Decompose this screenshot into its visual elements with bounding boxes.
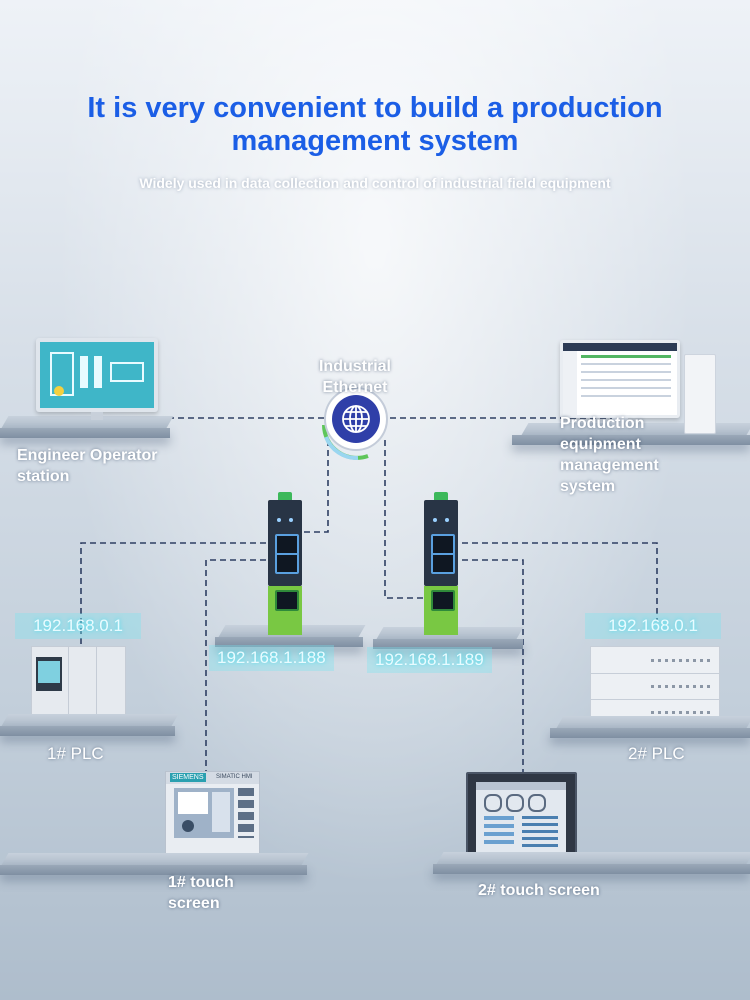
touch1-screen	[174, 788, 234, 838]
switch2-port-1	[431, 534, 455, 555]
shelf-touch2	[433, 864, 750, 874]
touch2-screen	[476, 782, 566, 854]
plc-2-device	[590, 646, 720, 726]
page-subtitle: Widely used in data collection and contr…	[139, 175, 611, 191]
plc1-label: 1# PLC	[47, 744, 104, 763]
shelf-plc2	[550, 728, 750, 738]
shelf-production	[512, 435, 750, 445]
pc-tower	[684, 354, 716, 434]
switch1-ip: 192.168.1.188	[209, 645, 334, 671]
industrial-ethernet-label: Industrial Ethernet	[318, 358, 391, 396]
shelf-touch1-top	[1, 853, 309, 865]
shelf-plc1-top	[1, 714, 179, 726]
link-switch2-to-touch2	[452, 559, 524, 773]
shelf-plc1	[0, 726, 175, 736]
scada-screen	[40, 342, 154, 408]
page-title: It is very convenient to build a product…	[87, 92, 663, 157]
engineer-monitor	[36, 338, 158, 420]
switch1-port-1	[275, 534, 299, 555]
shelf-engineer	[0, 428, 170, 438]
link-switch2-to-plc2	[452, 542, 658, 620]
shelf-plc2-top	[556, 716, 750, 728]
switch2-port-2	[431, 553, 455, 574]
plc2-label: 2# PLC	[628, 744, 685, 763]
industrial-ethernet-node	[316, 385, 396, 461]
link-ethernet-to-switch1	[296, 440, 329, 533]
plc1-ip: 192.168.0.1	[15, 613, 141, 639]
touch1-label: 1# touch screen	[168, 874, 234, 912]
management-screen	[563, 343, 677, 415]
touch1-brand: SIEMENS	[170, 773, 206, 782]
shelf-switch2	[373, 639, 523, 649]
engineer-station-label: Engineer Operator station	[17, 447, 158, 485]
switch-1	[268, 492, 302, 635]
touch-screen-1: SIEMENS SIMATIC HMI	[165, 771, 260, 865]
globe-icon	[322, 387, 388, 461]
shelf-touch2-top	[436, 852, 750, 864]
shelf-touch1	[0, 865, 307, 875]
link-switch1-to-plc1	[80, 542, 276, 648]
touch2-label: 2# touch screen	[478, 882, 600, 899]
switch1-port-3	[275, 590, 299, 611]
production-system-label: Production equipment management system	[560, 415, 659, 495]
switch1-port-2	[275, 553, 299, 574]
production-monitor	[560, 340, 720, 434]
plc2-ip: 192.168.0.1	[585, 613, 721, 639]
touch1-model: SIMATIC HMI	[216, 774, 253, 780]
shelf-switch1	[215, 637, 363, 647]
switch-2	[424, 492, 458, 635]
link-switch1-to-touch1	[205, 559, 276, 772]
switch2-port-3	[431, 590, 455, 611]
link-ethernet-to-switch2	[384, 440, 433, 599]
switch2-ip: 192.168.1.189	[367, 647, 492, 673]
touch-screen-2	[466, 772, 577, 866]
